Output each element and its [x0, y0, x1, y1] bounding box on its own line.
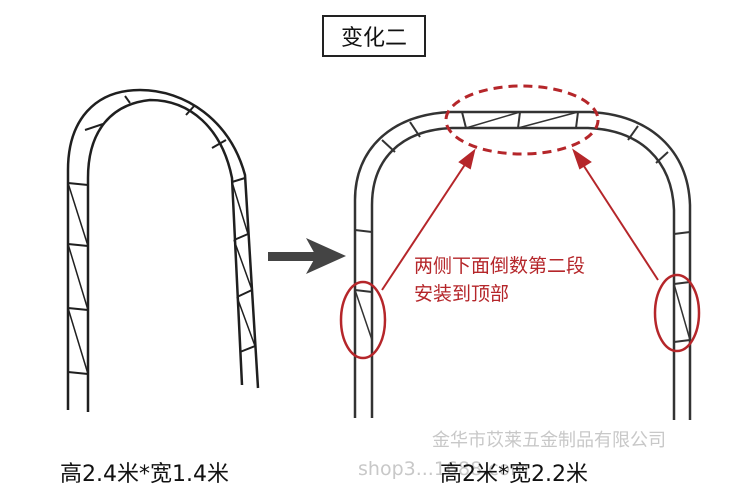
- watermark-site: shop3...1688.com: [358, 458, 529, 480]
- transition-arrow: [268, 238, 346, 274]
- top-dashed-highlight: [444, 84, 600, 156]
- watermark-company: 金华市苡莱五金制品有限公司: [432, 430, 666, 451]
- right-arch-crossbars: [354, 111, 691, 343]
- left-side-highlight: [339, 280, 387, 360]
- left-arch: [66, 88, 260, 412]
- annotation-line-1: 两侧下面倒数第二段: [414, 255, 586, 277]
- left-arch-diagonals: [67, 181, 256, 375]
- annotation-text: 两侧下面倒数第二段 安装到顶部: [414, 252, 585, 308]
- left-arch-inner-rail: [86, 98, 244, 412]
- title-text: 变化二: [340, 26, 407, 51]
- right-arch-caption: 高2米*宽2.2米: [440, 462, 588, 487]
- right-arch-inner-rail: [370, 126, 676, 420]
- right-side-highlight: [653, 273, 701, 353]
- annotation-line-2: 安装到顶部: [414, 283, 510, 305]
- left-arch-crossbars: [67, 95, 256, 375]
- annotation-arrows: [381, 148, 659, 291]
- right-arch-diagonals: [354, 111, 691, 341]
- title-box: 变化二: [322, 15, 426, 57]
- left-arch-outer-rail: [66, 88, 260, 410]
- left-arch-caption: 高2.4米*宽1.4米: [60, 462, 229, 487]
- right-arch: [353, 110, 692, 420]
